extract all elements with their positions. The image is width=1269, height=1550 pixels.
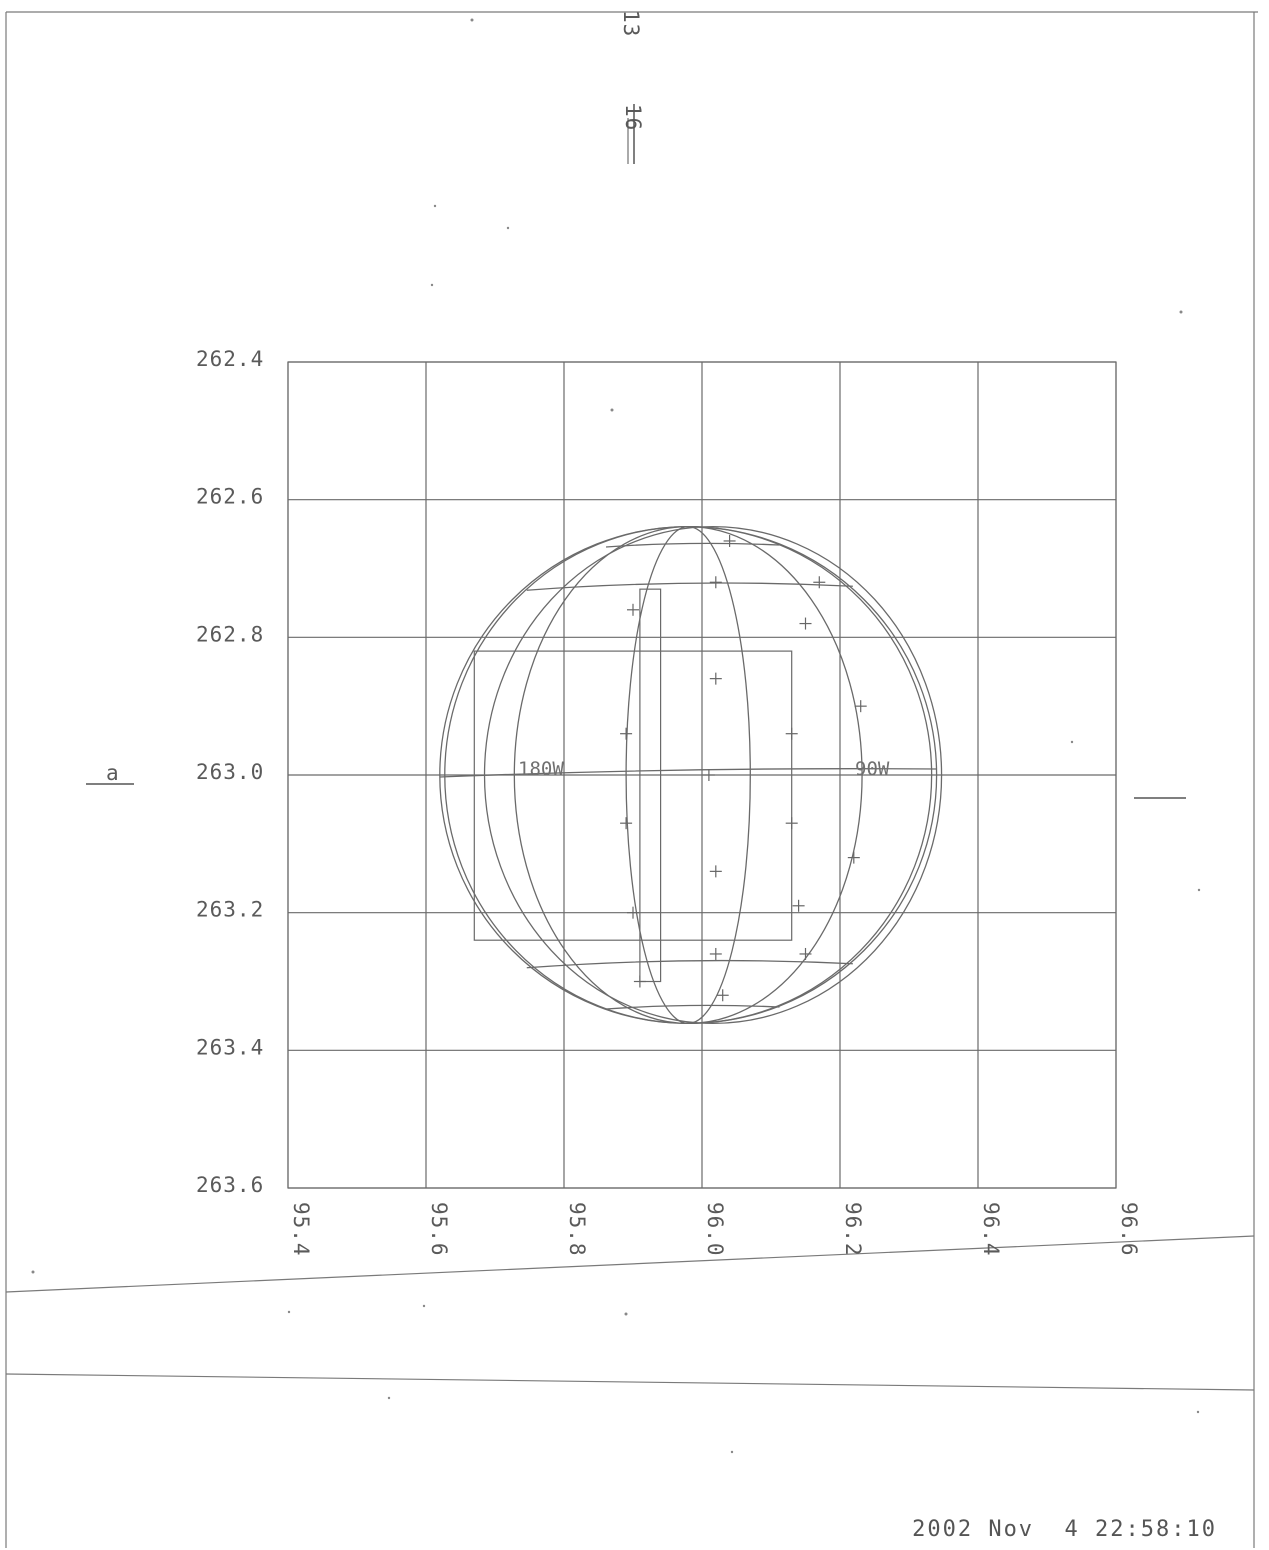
- x-tick-label: 96.4: [979, 1202, 1003, 1257]
- plus-markers: [620, 534, 867, 1002]
- x-tick-labels: 95.4 95.6 95.8 96.0 96.2 96.4 96.6: [289, 1202, 1141, 1257]
- y-tick-label: 262.6: [196, 485, 264, 509]
- y-tick-label: 263.0: [196, 760, 264, 784]
- frame-slant-line: [5, 1235, 1255, 1293]
- sheet-frame: [5, 11, 1258, 1548]
- footprint-box-1: [639, 588, 662, 983]
- y-tick-label: 263.6: [196, 1173, 264, 1197]
- disk-parallel-1: [526, 959, 853, 969]
- disk-polar-parallel-1: [605, 1004, 780, 1010]
- plus-marker: [709, 865, 722, 878]
- x-tick-label: 96.6: [1117, 1202, 1141, 1257]
- y-tick-label: 262.4: [196, 347, 264, 371]
- disk-meridian-2: [625, 525, 751, 1025]
- grid: [287, 361, 1117, 1189]
- meridian-label-180w: 180W: [518, 758, 564, 780]
- plus-marker: [723, 534, 736, 547]
- plus-marker: [709, 947, 722, 960]
- plus-marker: [620, 817, 633, 830]
- frame-lower-line: [5, 1373, 1255, 1391]
- y-tick-label: 263.4: [196, 1035, 264, 1059]
- y-tick-label: 262.8: [196, 622, 264, 646]
- left-mark: a: [106, 761, 120, 785]
- y-tick-label: 263.2: [196, 898, 264, 922]
- plus-marker: [627, 603, 639, 616]
- meridian-label-90w: 90W: [855, 758, 890, 780]
- plus-marker: [799, 617, 812, 630]
- plus-marker: [633, 975, 646, 988]
- plus-marker: [854, 700, 867, 713]
- plus-marker: [709, 576, 722, 589]
- planet-disk: [439, 525, 943, 1025]
- plus-marker: [813, 576, 826, 589]
- x-tick-label: 95.8: [565, 1202, 589, 1257]
- plus-marker: [847, 851, 860, 864]
- plus-marker: [709, 672, 722, 685]
- footprint-box-0: [473, 650, 793, 941]
- plus-marker: [799, 947, 812, 960]
- disk-polar-parallel-0: [605, 542, 780, 548]
- plus-marker: [702, 769, 715, 781]
- x-tick-label: 95.6: [427, 1202, 451, 1257]
- top-mark-16: 16: [621, 104, 645, 131]
- specks: [31, 18, 1201, 1454]
- y-tick-labels: 262.4 262.6 262.8 263.0 263.2 263.4 263.6: [196, 347, 264, 1197]
- plus-marker: [627, 906, 639, 919]
- x-tick-label: 96.2: [841, 1202, 865, 1257]
- timestamp: 2002 Nov 4 22:58:10: [912, 1517, 1217, 1542]
- plus-marker: [792, 899, 805, 912]
- plus-marker: [785, 727, 798, 740]
- disk-equator: [439, 768, 937, 778]
- top-mark-13: 13: [619, 10, 643, 37]
- plus-marker: [785, 817, 798, 830]
- x-tick-label: 96.0: [703, 1202, 727, 1257]
- x-tick-label: 95.4: [289, 1202, 313, 1257]
- footprint-boxes: [473, 588, 793, 983]
- plus-marker: [620, 727, 633, 740]
- disk-parallel-0: [526, 582, 853, 591]
- plus-marker: [716, 989, 729, 1002]
